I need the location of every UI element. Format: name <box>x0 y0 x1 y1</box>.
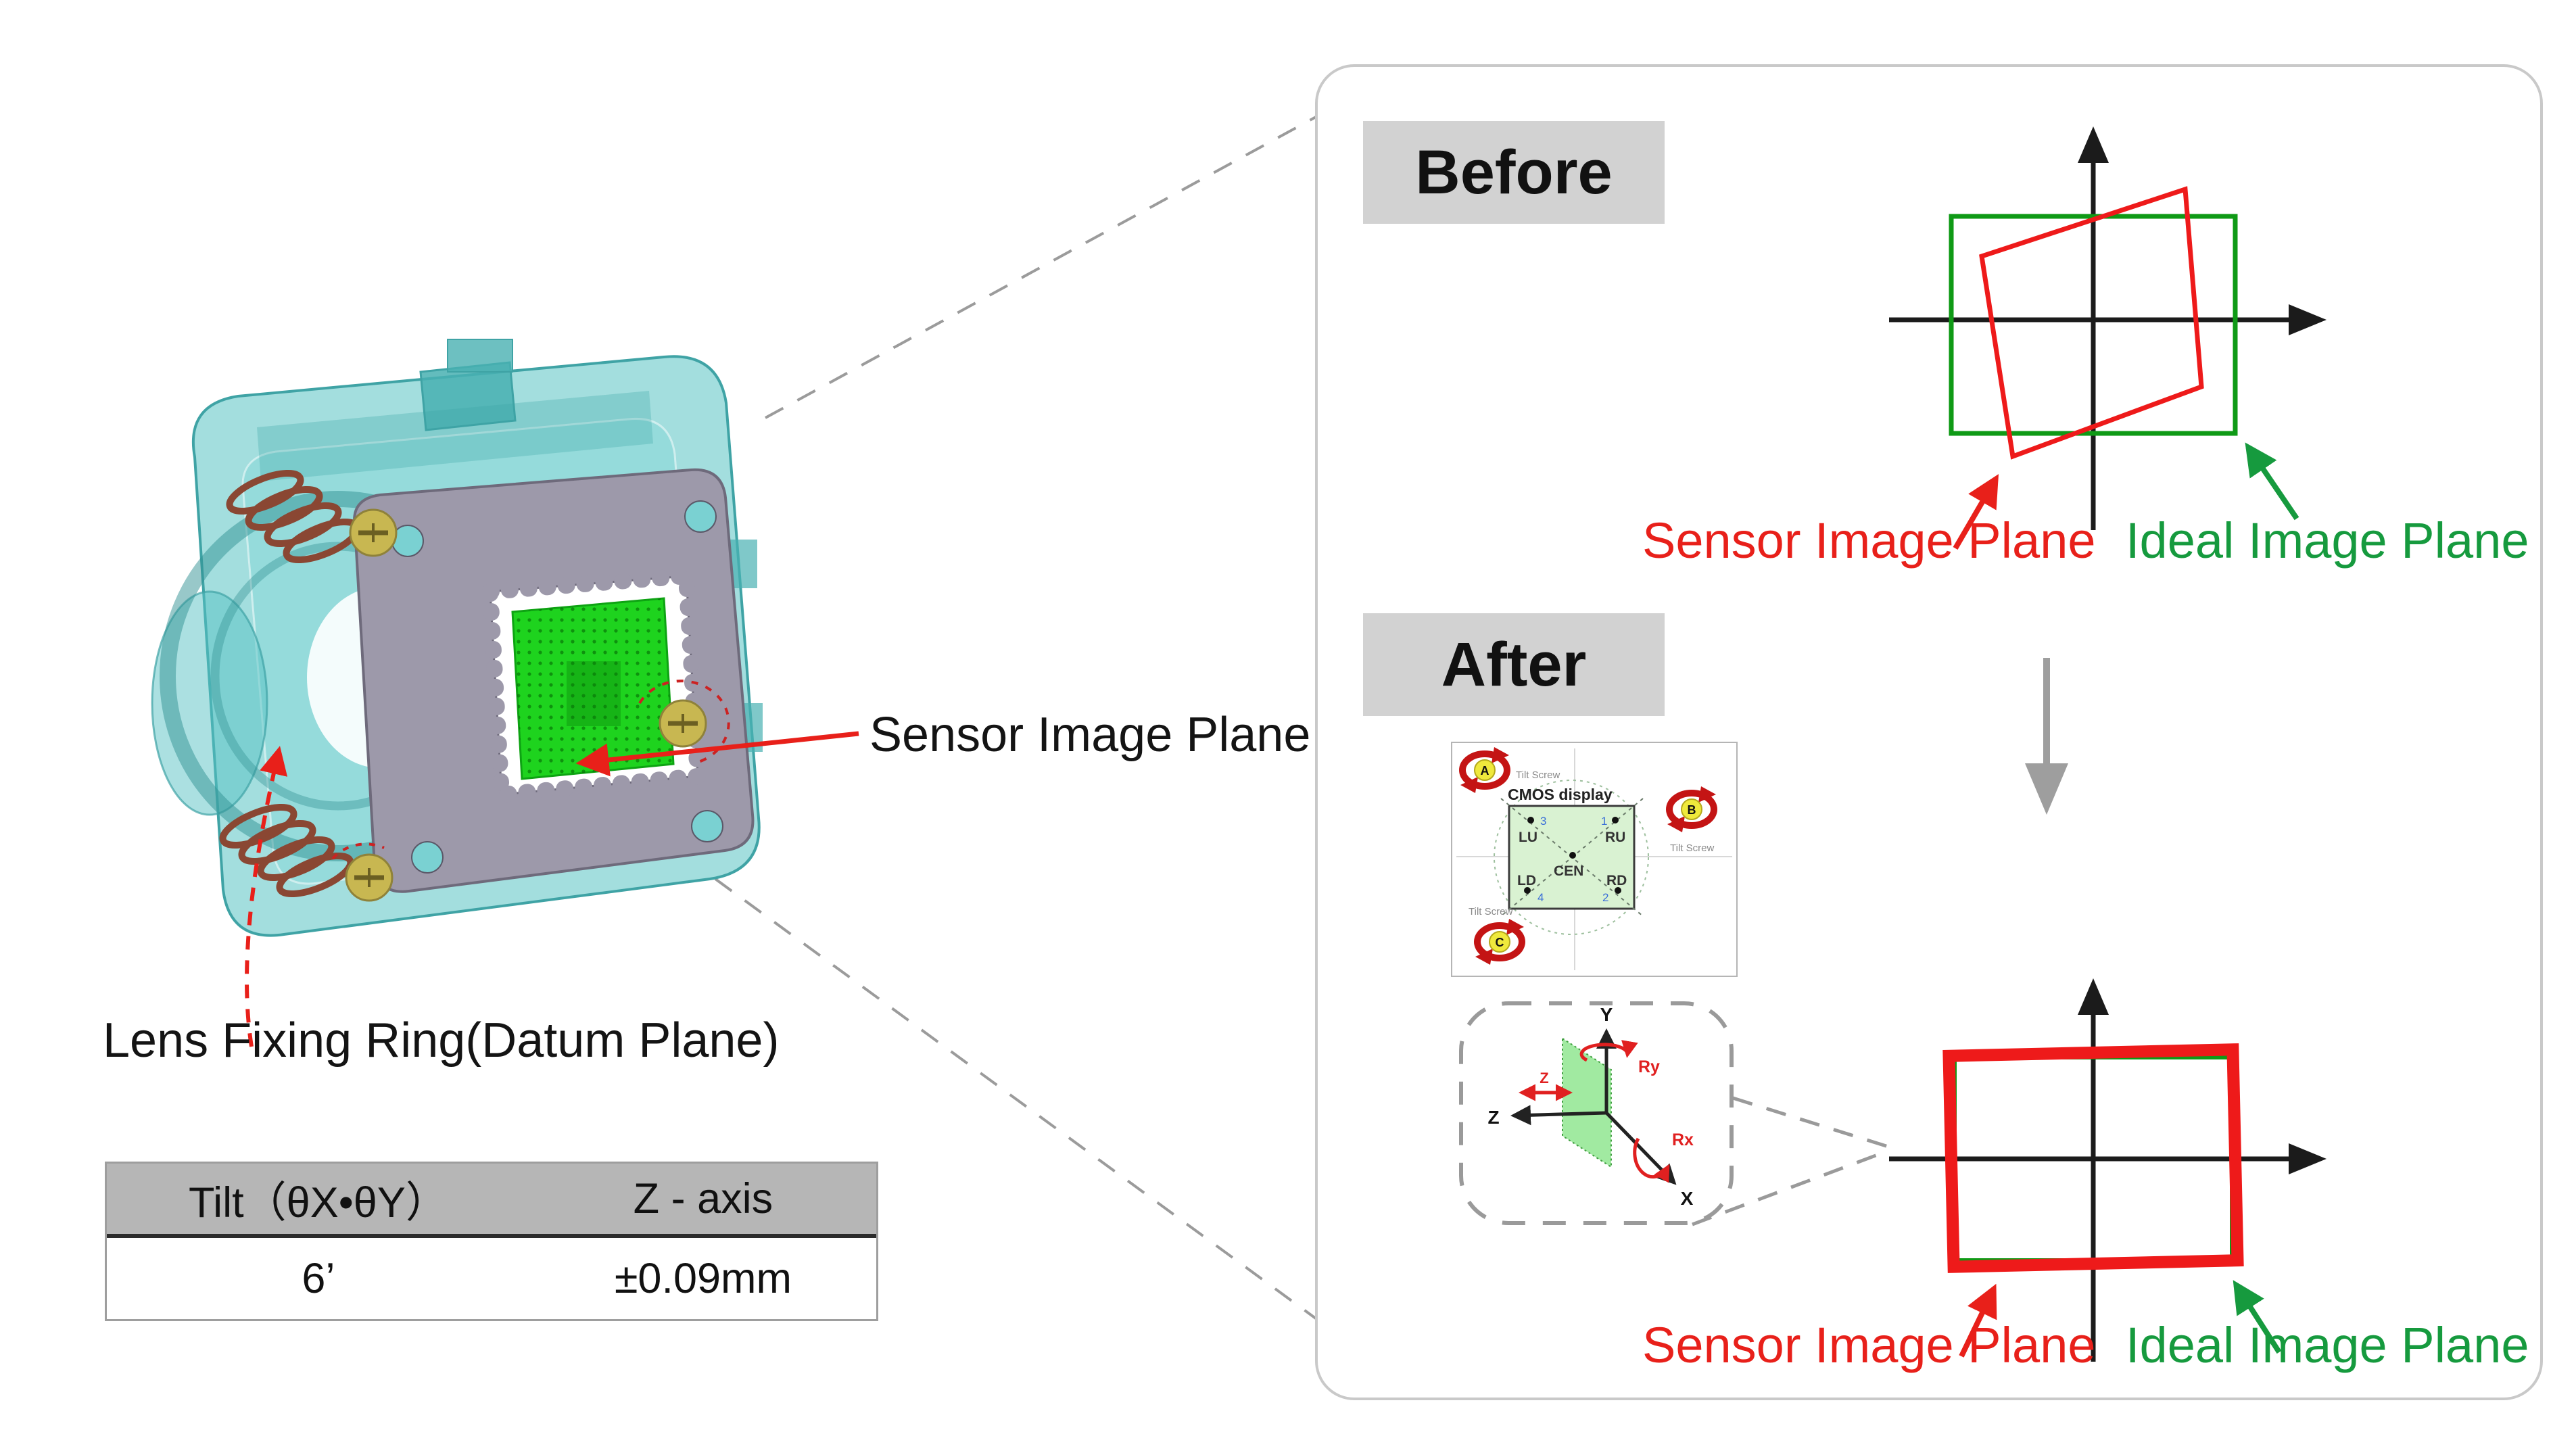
corner-label-lu: LU <box>1519 830 1537 845</box>
screw-letter-a: A <box>1481 764 1489 778</box>
x-axis-label: X <box>1681 1188 1694 1209</box>
spec-table-row: 6’ ±0.09mm <box>107 1238 876 1319</box>
tilt-screw-label-b: Tilt Screw <box>1670 842 1714 854</box>
tilt-screw-label-c: Tilt Screw <box>1469 906 1512 917</box>
rotation-arrow-icon-b: B <box>1666 786 1717 832</box>
z-axis-3d <box>1510 1105 1607 1126</box>
corner-label-rd: RD <box>1606 873 1627 888</box>
corner-label-ld: LD <box>1517 873 1536 888</box>
sensor-plane-arrow <box>1959 1283 1997 1358</box>
z-axis-label: Z <box>1487 1107 1499 1128</box>
screw-icon <box>638 679 730 764</box>
tilt-screw-label-a: Tilt Screw <box>1516 769 1560 781</box>
ring-pointer-arrow <box>245 746 288 1047</box>
ideal-plane-arrow <box>2245 442 2299 521</box>
tilt-header-cell: Tilt（θX•θY） <box>189 1178 448 1226</box>
x-axis-arrowhead-icon <box>2289 1143 2327 1174</box>
axes-3d-bubble: Y Z X Ry Rx Z <box>1459 1001 1889 1226</box>
before-title: Before <box>1415 137 1613 207</box>
ry-rotation-arrow <box>1579 1040 1638 1062</box>
y-axis-arrowhead-icon <box>2078 126 2109 163</box>
connector-dashed-top <box>765 115 1318 419</box>
y-axis-arrowhead-icon <box>2078 978 2109 1015</box>
z-shift-label: Z <box>1540 1070 1548 1087</box>
z-axis-value-cell: ±0.09mm <box>614 1255 792 1302</box>
rotation-arrow-icon-c: C <box>1474 919 1525 965</box>
tilt-value-cell: 6’ <box>302 1255 335 1302</box>
x-axis-arrowhead-icon <box>2289 304 2327 335</box>
after-title: After <box>1441 629 1587 699</box>
after-diagram <box>1889 978 2327 1362</box>
corner-number-3: 3 <box>1540 815 1546 828</box>
before-diagram <box>1889 126 2327 550</box>
sensor-pointer-arrow <box>575 731 859 777</box>
sensor-plane-arrow <box>1953 474 1999 550</box>
bubble-outline <box>1459 1001 1734 1225</box>
after-ideal-plane-label: Ideal Image Plane <box>2126 1317 2529 1373</box>
before-sensor-plane-label: Sensor Image Plane <box>1642 512 2096 569</box>
spec-table: Tilt（θX•θY） Z - axis 6’ ±0.09mm <box>105 1162 878 1321</box>
connector-dashed-bottom <box>714 878 1317 1320</box>
sensor-image-plane-label: Sensor Image Plane <box>869 708 1311 762</box>
sensor-plane-3d <box>1562 1037 1612 1168</box>
corner-number-1: 1 <box>1601 815 1607 828</box>
screw-letter-c: C <box>1496 936 1504 949</box>
y-axis-label: Y <box>1600 1004 1613 1025</box>
ideal-plane-arrow <box>2233 1280 2282 1354</box>
ry-label: Ry <box>1638 1057 1660 1076</box>
rx-label: Rx <box>1672 1130 1694 1149</box>
screw-icon <box>331 842 393 902</box>
ideal-image-plane-rect <box>1949 214 2238 436</box>
spring-icon <box>219 804 354 897</box>
image-sensor <box>511 597 675 780</box>
callout-panel: Before Sensor Image Plane Ideal Image Pl… <box>1315 64 2543 1400</box>
sensor-image-plane-quad <box>1979 186 2204 460</box>
cmos-adjustment-diagram: CMOS display LU RU LD RD CEN 3 1 4 2 A T… <box>1451 742 1738 977</box>
lens-fixing-ring-label: Lens Fixing Ring(Datum Plane) <box>103 1013 780 1068</box>
before-ideal-plane-label: Ideal Image Plane <box>2126 512 2529 569</box>
corner-number-2: 2 <box>1602 891 1608 904</box>
gray-down-arrow-icon <box>2025 658 2068 815</box>
corner-label-ru: RU <box>1605 830 1625 845</box>
after-title-box: After <box>1363 613 1665 716</box>
z-axis-header-cell: Z - axis <box>633 1175 773 1222</box>
spec-table-header: Tilt（θX•θY） Z - axis <box>107 1164 876 1238</box>
before-title-box: Before <box>1363 121 1665 224</box>
screw-letter-b: B <box>1688 803 1696 817</box>
screw-icon <box>349 508 398 557</box>
rotation-arrow-icon-a: A <box>1459 747 1510 793</box>
center-label: CEN <box>1554 863 1583 879</box>
sensor-image-plane-rect <box>1942 1043 2244 1273</box>
after-sensor-plane-label: Sensor Image Plane <box>1642 1317 2096 1373</box>
alignment-circle <box>1494 780 1649 935</box>
module-render <box>151 115 1318 1320</box>
corner-number-4: 4 <box>1537 891 1544 904</box>
cmos-title: CMOS display <box>1508 786 1613 803</box>
rx-rotation-arrow <box>1633 1137 1670 1183</box>
bubble-tail <box>1732 1096 1889 1149</box>
